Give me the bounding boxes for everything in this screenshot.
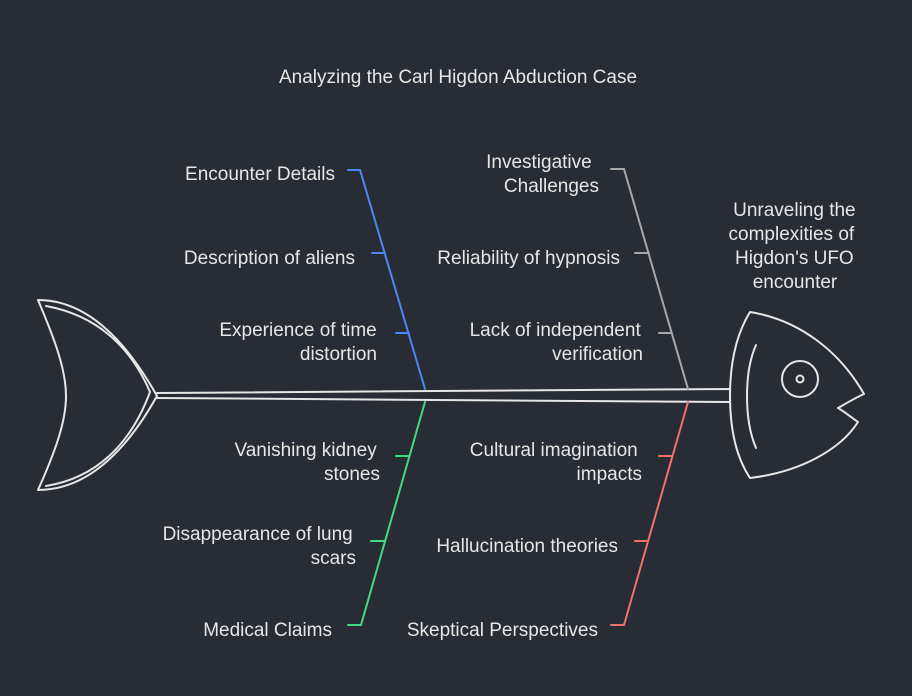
cause-lack-of-independent-verification: Lack of independent verification [470, 320, 646, 365]
fish-spine [156, 388, 731, 403]
fish-tail-inner-line [45, 305, 151, 487]
cause-experience-of-time-distortion: Experience of time distortion [219, 320, 382, 365]
fish-gill-line [746, 344, 757, 449]
cause-disappearance-of-lung-scars: Disappearance of lung scars [163, 524, 358, 569]
fish-tail [37, 299, 158, 491]
bone-skeptical-perspectives [610, 401, 689, 626]
category-label-medical-claims: Medical Claims [203, 620, 332, 641]
cause-hallucination-theories: Hallucination theories [436, 536, 618, 557]
cause-vanishing-kidney-stones: Vanishing kidney stones [234, 440, 382, 485]
category-label-encounter-details: Encounter Details [185, 164, 335, 185]
bone-investigative-challenges [610, 168, 689, 390]
bone-medical-claims [347, 401, 426, 626]
fish-eye [781, 360, 819, 398]
cause-description-of-aliens: Description of aliens [184, 248, 355, 269]
effect-label: Unraveling the complexities of Higdon's … [729, 200, 861, 293]
bone-encounter-details [347, 169, 426, 390]
fish-eye-pupil [795, 374, 805, 384]
category-label-investigative-challenges: Investigative Challenges [486, 152, 599, 197]
cause-reliability-of-hypnosis: Reliability of hypnosis [437, 248, 620, 269]
cause-cultural-imagination-impacts: Cultural imagination impacts [470, 440, 643, 485]
fish-head [729, 311, 865, 479]
diagram-title: Analyzing the Carl Higdon Abduction Case [279, 67, 637, 88]
category-label-skeptical-perspectives: Skeptical Perspectives [407, 620, 598, 641]
